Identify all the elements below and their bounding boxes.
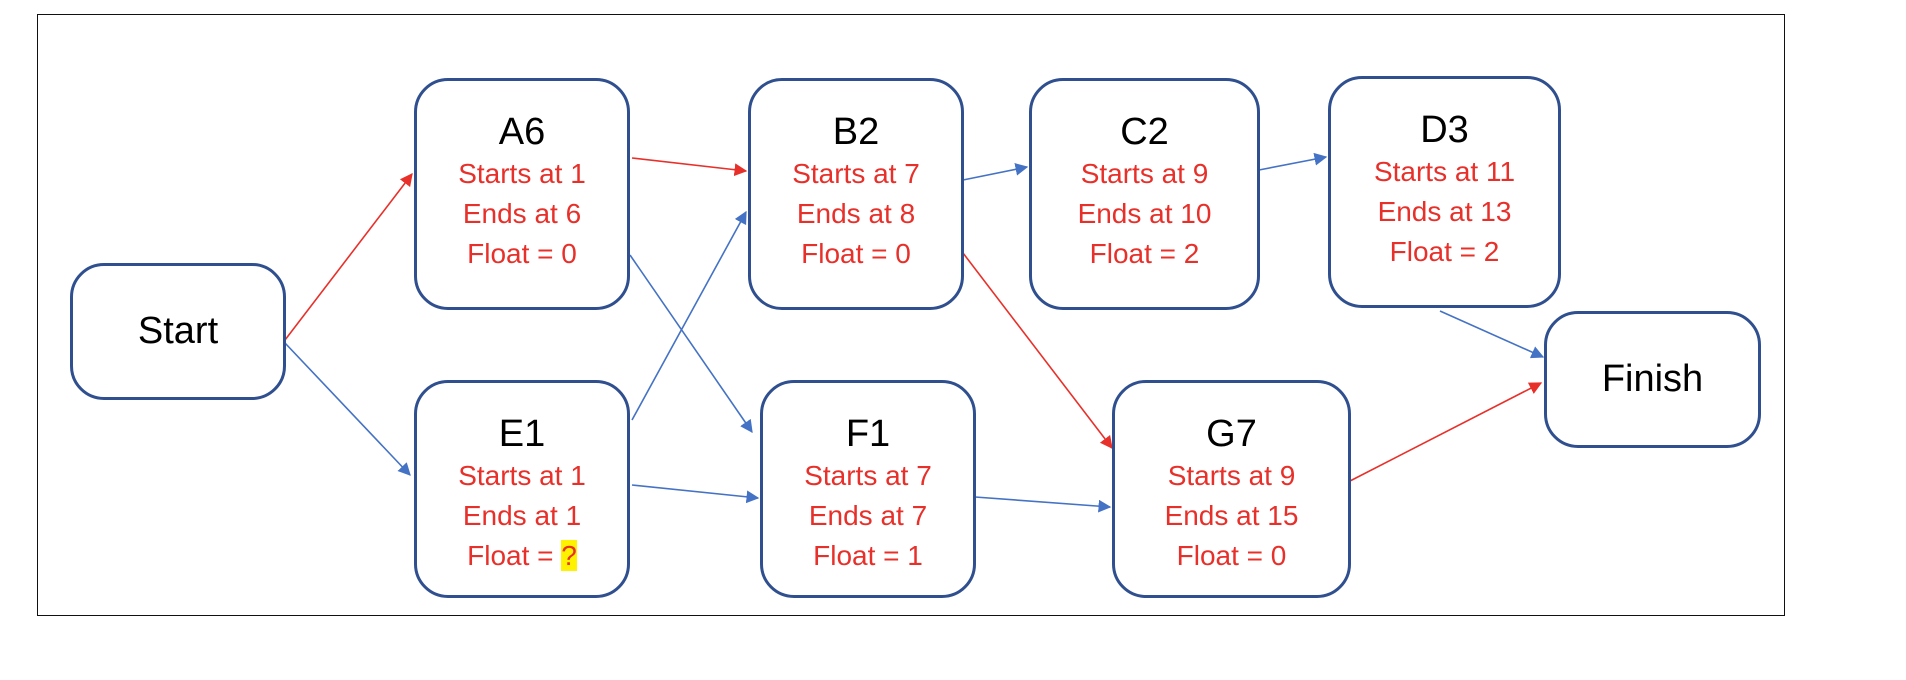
node-start: Start [70, 263, 286, 400]
edge-a6-b2 [631, 157, 748, 177]
node-d3-float: Float = 2 [1331, 232, 1558, 272]
edge-d3-finish [1439, 310, 1545, 359]
node-f1-float: Float = 1 [763, 536, 973, 576]
edge-start-e1 [284, 342, 411, 476]
edge-start-a6 [284, 172, 413, 341]
node-f1-title: F1 [845, 413, 891, 455]
node-c2-starts: Starts at 9 [1080, 158, 1209, 189]
diagram-frame [37, 14, 1785, 616]
node-c2-float-value: 2 [1183, 238, 1200, 269]
node-f1-ends: Ends at 7 [808, 500, 928, 531]
node-b2-float-value: 0 [895, 238, 911, 269]
edge-e1-b2 [631, 210, 747, 421]
node-b2-float-label: Float = [801, 238, 896, 269]
node-d3-ends: Ends at 13 [1377, 196, 1512, 227]
node-a6-ends: Ends at 6 [462, 198, 582, 229]
node-a6-float-label: Float = [467, 238, 562, 269]
node-a6-title: A6 [498, 111, 546, 153]
edge-b2-c2 [962, 163, 1029, 181]
node-b2-starts: Starts at 7 [792, 158, 920, 189]
node-a6-float-value: 0 [561, 238, 577, 269]
node-e1-title: E1 [498, 413, 546, 455]
edge-e1-f1 [631, 484, 760, 504]
node-e1-starts: Starts at 1 [458, 460, 586, 491]
node-d3: D3 Starts at 11 Ends at 13 Float = 2 [1328, 76, 1561, 308]
node-g7-float-value: 0 [1270, 540, 1287, 571]
node-g7-title: G7 [1206, 413, 1257, 455]
node-a6: A6 Starts at 1 Ends at 6 Float = 0 [414, 78, 630, 310]
node-f1-float-value: 1 [907, 540, 923, 571]
node-e1-ends: Ends at 1 [462, 500, 582, 531]
node-finish-title: Finish [1601, 358, 1704, 400]
node-g7-float-label: Float = [1176, 540, 1271, 571]
node-f1-float-label: Float = [813, 540, 908, 571]
edge-b2-g7 [962, 252, 1113, 450]
node-b2: B2 Starts at 7 Ends at 8 Float = 0 [748, 78, 964, 310]
node-g7-starts: Starts at 9 [1167, 460, 1296, 491]
node-c2: C2 Starts at 9 Ends at 10 Float = 2 [1029, 78, 1260, 310]
node-c2-title: C2 [1120, 111, 1169, 153]
node-d3-float-label: Float = [1389, 236, 1484, 267]
node-g7-float: Float = 0 [1115, 536, 1348, 576]
edge-g7-finish [1349, 382, 1543, 482]
node-a6-float: Float = 0 [417, 234, 627, 274]
node-e1-float-value: ? [561, 540, 577, 571]
node-start-title: Start [137, 310, 219, 352]
node-f1: F1 Starts at 7 Ends at 7 Float = 1 [760, 380, 976, 598]
node-d3-starts: Starts at 11 [1373, 156, 1516, 187]
node-b2-title: B2 [832, 111, 880, 153]
node-e1-float-label: Float = [467, 540, 562, 571]
node-g7: G7 Starts at 9 Ends at 15 Float = 0 [1112, 380, 1351, 598]
node-c2-float: Float = 2 [1032, 234, 1257, 274]
node-e1-float: Float = ? [417, 536, 627, 576]
node-b2-ends: Ends at 8 [796, 198, 916, 229]
node-e1: E1 Starts at 1 Ends at 1 Float = ? [414, 380, 630, 598]
node-b2-float: Float = 0 [751, 234, 961, 274]
edge-f1-g7 [974, 496, 1112, 513]
node-c2-float-label: Float = [1089, 238, 1184, 269]
edge-a6-f1 [629, 254, 753, 434]
node-d3-title: D3 [1420, 109, 1469, 151]
node-a6-starts: Starts at 1 [458, 158, 586, 189]
edge-c2-d3 [1258, 152, 1328, 171]
node-d3-float-value: 2 [1483, 236, 1500, 267]
node-c2-ends: Ends at 10 [1077, 198, 1212, 229]
node-g7-ends: Ends at 15 [1164, 500, 1299, 531]
node-finish: Finish [1544, 311, 1761, 448]
node-f1-starts: Starts at 7 [804, 460, 932, 491]
